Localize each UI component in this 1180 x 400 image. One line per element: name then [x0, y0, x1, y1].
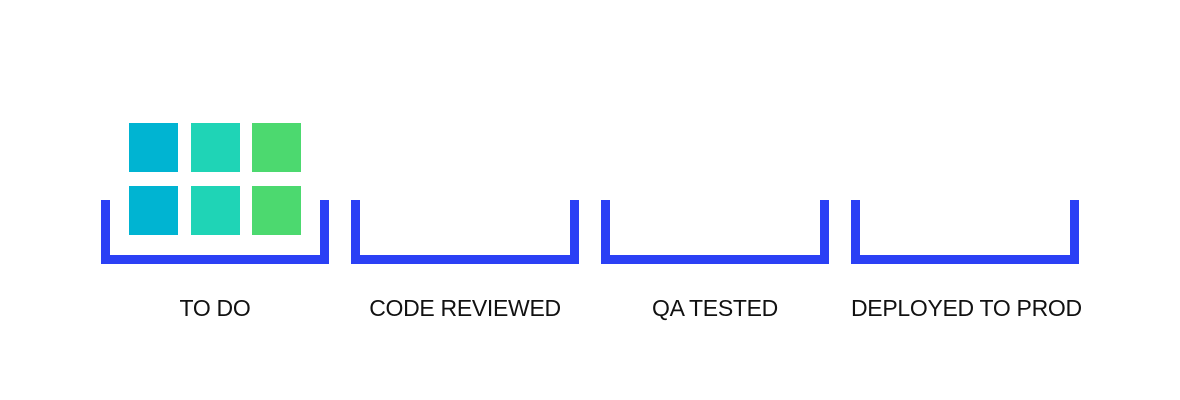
- stage-to-do-bracket: [101, 200, 329, 264]
- stage-to-do-label: TO DO: [179, 295, 251, 321]
- stage-qa-tested-bracket: [601, 200, 829, 264]
- task-card[interactable]: [129, 186, 178, 235]
- task-card[interactable]: [129, 123, 178, 172]
- stage-code-reviewed-bracket: [351, 200, 579, 264]
- stage-deployed-to-prod-bracket: [851, 200, 1079, 264]
- task-card[interactable]: [252, 123, 301, 172]
- task-card[interactable]: [252, 186, 301, 235]
- task-card[interactable]: [191, 123, 240, 172]
- task-card[interactable]: [191, 186, 240, 235]
- stage-qa-tested-label: QA TESTED: [652, 295, 778, 321]
- stage-code-reviewed-label: CODE REVIEWED: [369, 295, 561, 321]
- stage-deployed-to-prod-label: DEPLOYED TO PROD: [851, 295, 1082, 321]
